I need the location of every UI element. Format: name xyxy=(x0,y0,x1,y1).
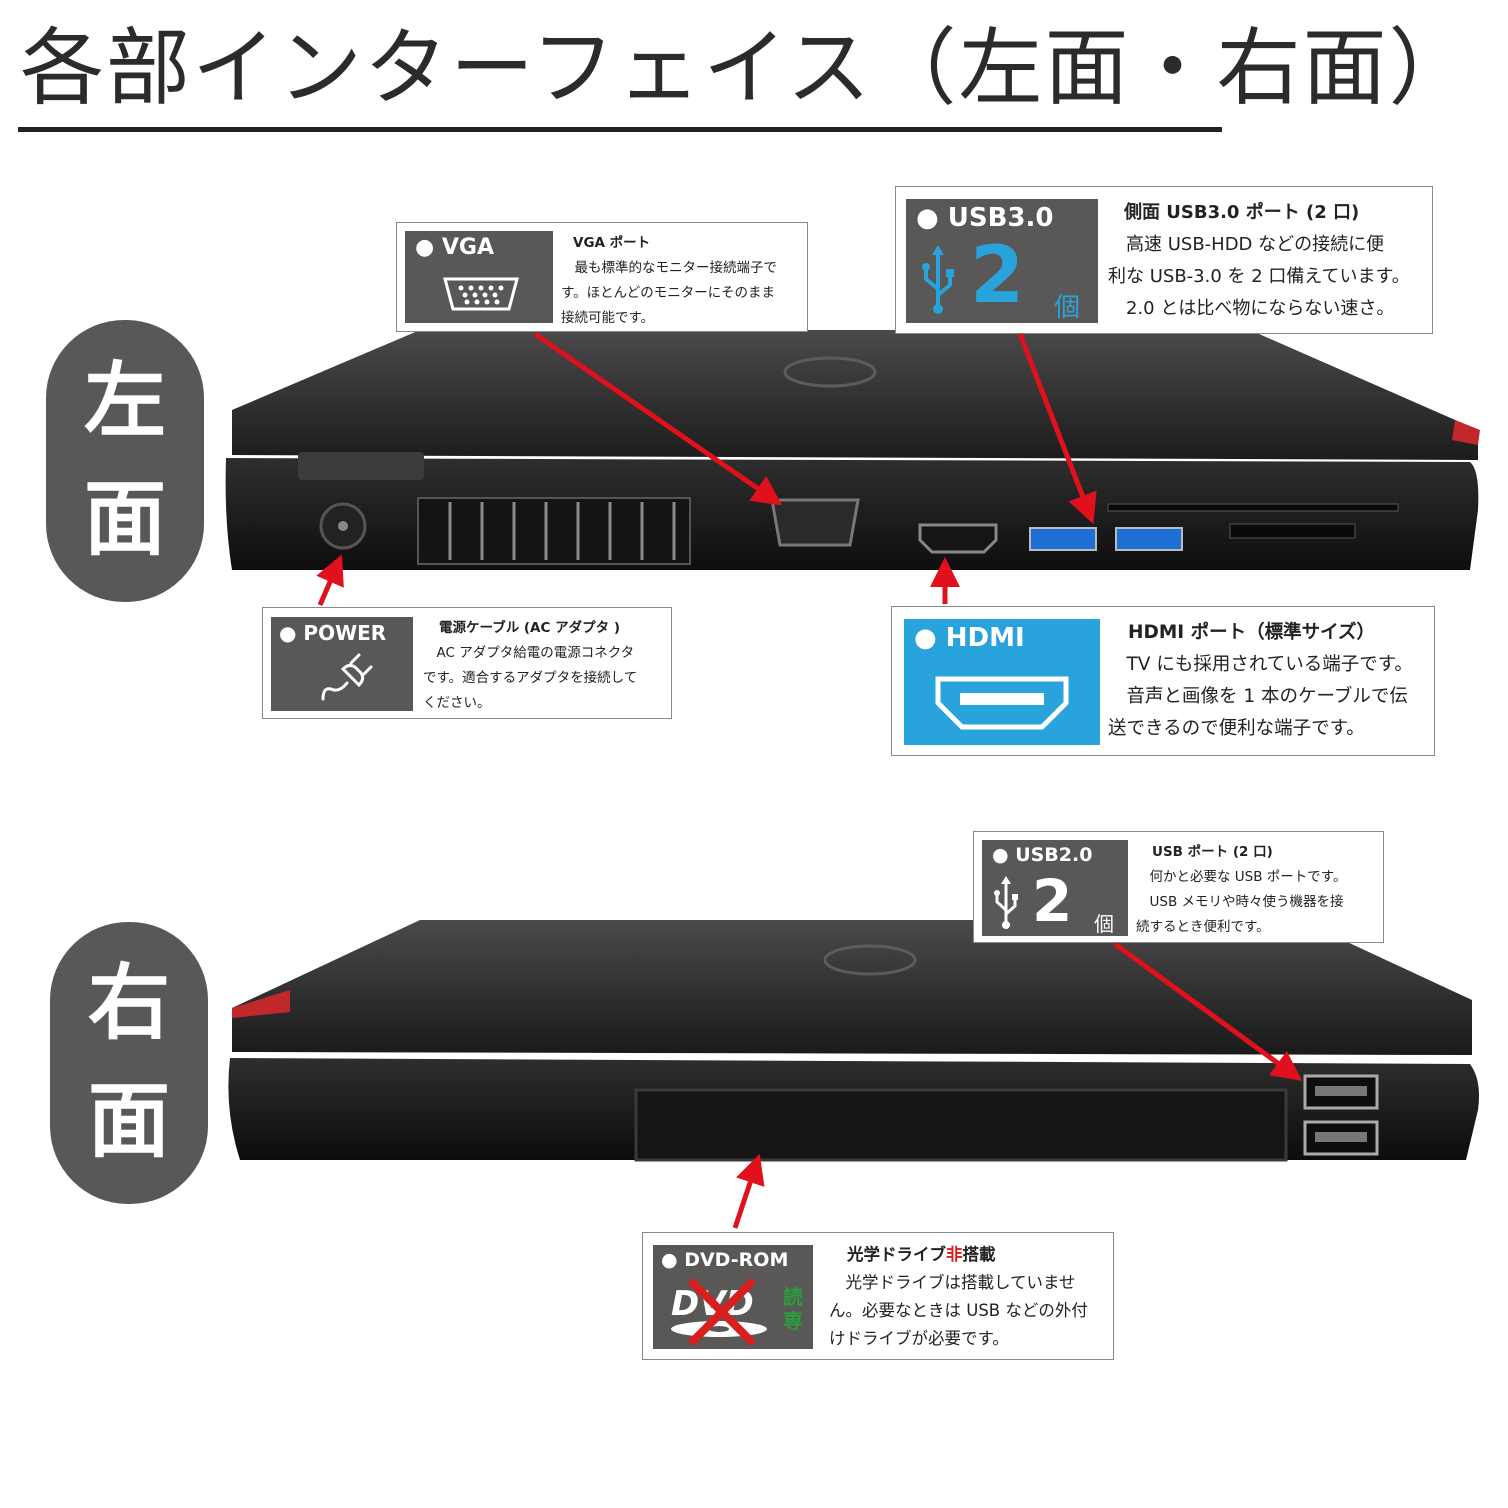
left-side-label: 左 面 xyxy=(46,320,204,602)
usb2-description: USB ポート (2 口) 何かと必要な USB ポートです。 USB メモリや… xyxy=(1136,840,1382,940)
dvd-description: 光学ドライブ非搭載 光学ドライブは搭載していませ ん。必要なときは USB など… xyxy=(829,1241,1113,1353)
hdmi-heading: HDMI ポート（標準サイズ） xyxy=(1128,622,1376,643)
usb3-callout: ● USB3.0 2 個 側面 USB3.0 ポート (2 口) 高速 USB-… xyxy=(895,186,1433,334)
usb2-count-unit: 個 xyxy=(1094,912,1114,936)
vga-arrow xyxy=(533,331,783,506)
right-side-label-char-1: 右 xyxy=(87,956,170,1051)
dvd-badge: ● DVD-ROM DVD 読専 xyxy=(653,1245,813,1349)
power-arrow xyxy=(316,554,344,606)
usb-trident-icon xyxy=(922,245,954,314)
hdmi-description: HDMI ポート（標準サイズ） TV にも採用されている端子です。 音声と画像を… xyxy=(1108,617,1434,745)
usb3-count: 2 xyxy=(970,231,1025,321)
power-callout: ● POWER 電源ケーブル (AC アダプタ ) AC アダプタ給電の電源コネ… xyxy=(262,607,672,719)
title-underline xyxy=(18,127,1222,132)
page-title: 各部インターフェイス（左面・右面） xyxy=(20,19,1475,117)
hdmi-connector-icon xyxy=(935,676,1069,730)
vga-badge-title: ● VGA xyxy=(415,235,494,260)
vga-heading: VGA ポート xyxy=(573,235,651,251)
left-side-label-char-2: 面 xyxy=(83,472,166,567)
hdmi-callout: ● HDMI HDMI ポート（標準サイズ） TV にも採用されている端子です。… xyxy=(891,606,1435,756)
usb3-badge-title: ● USB3.0 xyxy=(916,203,1054,233)
right-side-label: 右 面 xyxy=(50,922,208,1204)
vga-body: 最も標準的なモニター接続端子で す。ほとんどのモニターにそのまま 接続可能です。 xyxy=(561,260,777,326)
right-side-label-char-2: 面 xyxy=(87,1074,170,1169)
vga-connector-icon xyxy=(443,277,519,311)
usb2-heading: USB ポート (2 口) xyxy=(1152,844,1273,860)
dvd-arrow xyxy=(732,1153,765,1229)
vga-badge: ● VGA xyxy=(405,231,553,323)
usb3-description: 側面 USB3.0 ポート (2 口) 高速 USB-HDD などの接続に便 利… xyxy=(1108,197,1432,325)
usb-trident-icon xyxy=(994,876,1018,929)
power-heading: 電源ケーブル (AC アダプタ ) xyxy=(439,620,620,636)
hdmi-badge: ● HDMI xyxy=(904,619,1100,745)
hdmi-badge-title: ● HDMI xyxy=(914,623,1025,653)
usb3-count-unit: 個 xyxy=(1054,293,1081,323)
usb2-badge: ● USB2.0 2 個 xyxy=(982,840,1128,936)
usb3-arrow xyxy=(1017,333,1097,524)
dvd-heading: 光学ドライブ非搭載 xyxy=(829,1241,1113,1269)
usb2-count: 2 xyxy=(1032,867,1073,935)
dvd-badge-title: ● DVD-ROM xyxy=(661,1249,789,1271)
dvd-body: 光学ドライブは搭載していませ ん。必要なときは USB などの外付 けドライブが… xyxy=(829,1273,1088,1348)
usb2-body: 何かと必要な USB ポートです。 USB メモリや時々使う機器を接 続するとき… xyxy=(1136,869,1347,935)
usb3-badge: ● USB3.0 2 個 xyxy=(906,199,1098,323)
power-plug-icon xyxy=(321,653,373,701)
power-badge-title: ● POWER xyxy=(279,621,387,645)
usb2-badge-title: ● USB2.0 xyxy=(992,844,1093,866)
dvd-heading-pre: 光学ドライブ xyxy=(847,1245,946,1264)
power-body: AC アダプタ給電の電源コネクタ です。適合するアダプタを接続して ください。 xyxy=(423,645,638,711)
usb3-body: 高速 USB-HDD などの接続に便 利な USB-3.0 を 2 口備えていま… xyxy=(1108,234,1410,319)
dvd-logo-icon: DVD xyxy=(671,1279,767,1345)
dvd-heading-red: 非 xyxy=(946,1245,963,1264)
left-side-label-char-1: 左 xyxy=(83,354,166,449)
power-badge: ● POWER xyxy=(271,617,413,711)
usb3-heading: 側面 USB3.0 ポート (2 口) xyxy=(1124,202,1360,223)
dvd-heading-post: 搭載 xyxy=(962,1245,996,1264)
usb2-arrow xyxy=(1113,941,1303,1081)
dvd-callout: ● DVD-ROM DVD 読専 光学ドライブ非搭載 光学ドライブは搭載していま… xyxy=(642,1232,1114,1360)
vga-callout: ● VGA VGA ポート 最も標準的なモニター接続端子で す。ほとんどのモニタ… xyxy=(396,222,808,332)
hdmi-body: TV にも採用されている端子です。 音声と画像を 1 本のケーブルで伝 送できる… xyxy=(1108,654,1413,739)
dvd-read-only-text: 読専 xyxy=(783,1285,803,1333)
power-description: 電源ケーブル (AC アダプタ ) AC アダプタ給電の電源コネクタ です。適合… xyxy=(423,616,671,716)
usb2-callout: ● USB2.0 2 個 USB ポート (2 口) 何かと必要な USB ポー… xyxy=(973,831,1384,943)
vga-description: VGA ポート 最も標準的なモニター接続端子で す。ほとんどのモニターにそのまま… xyxy=(561,231,807,331)
